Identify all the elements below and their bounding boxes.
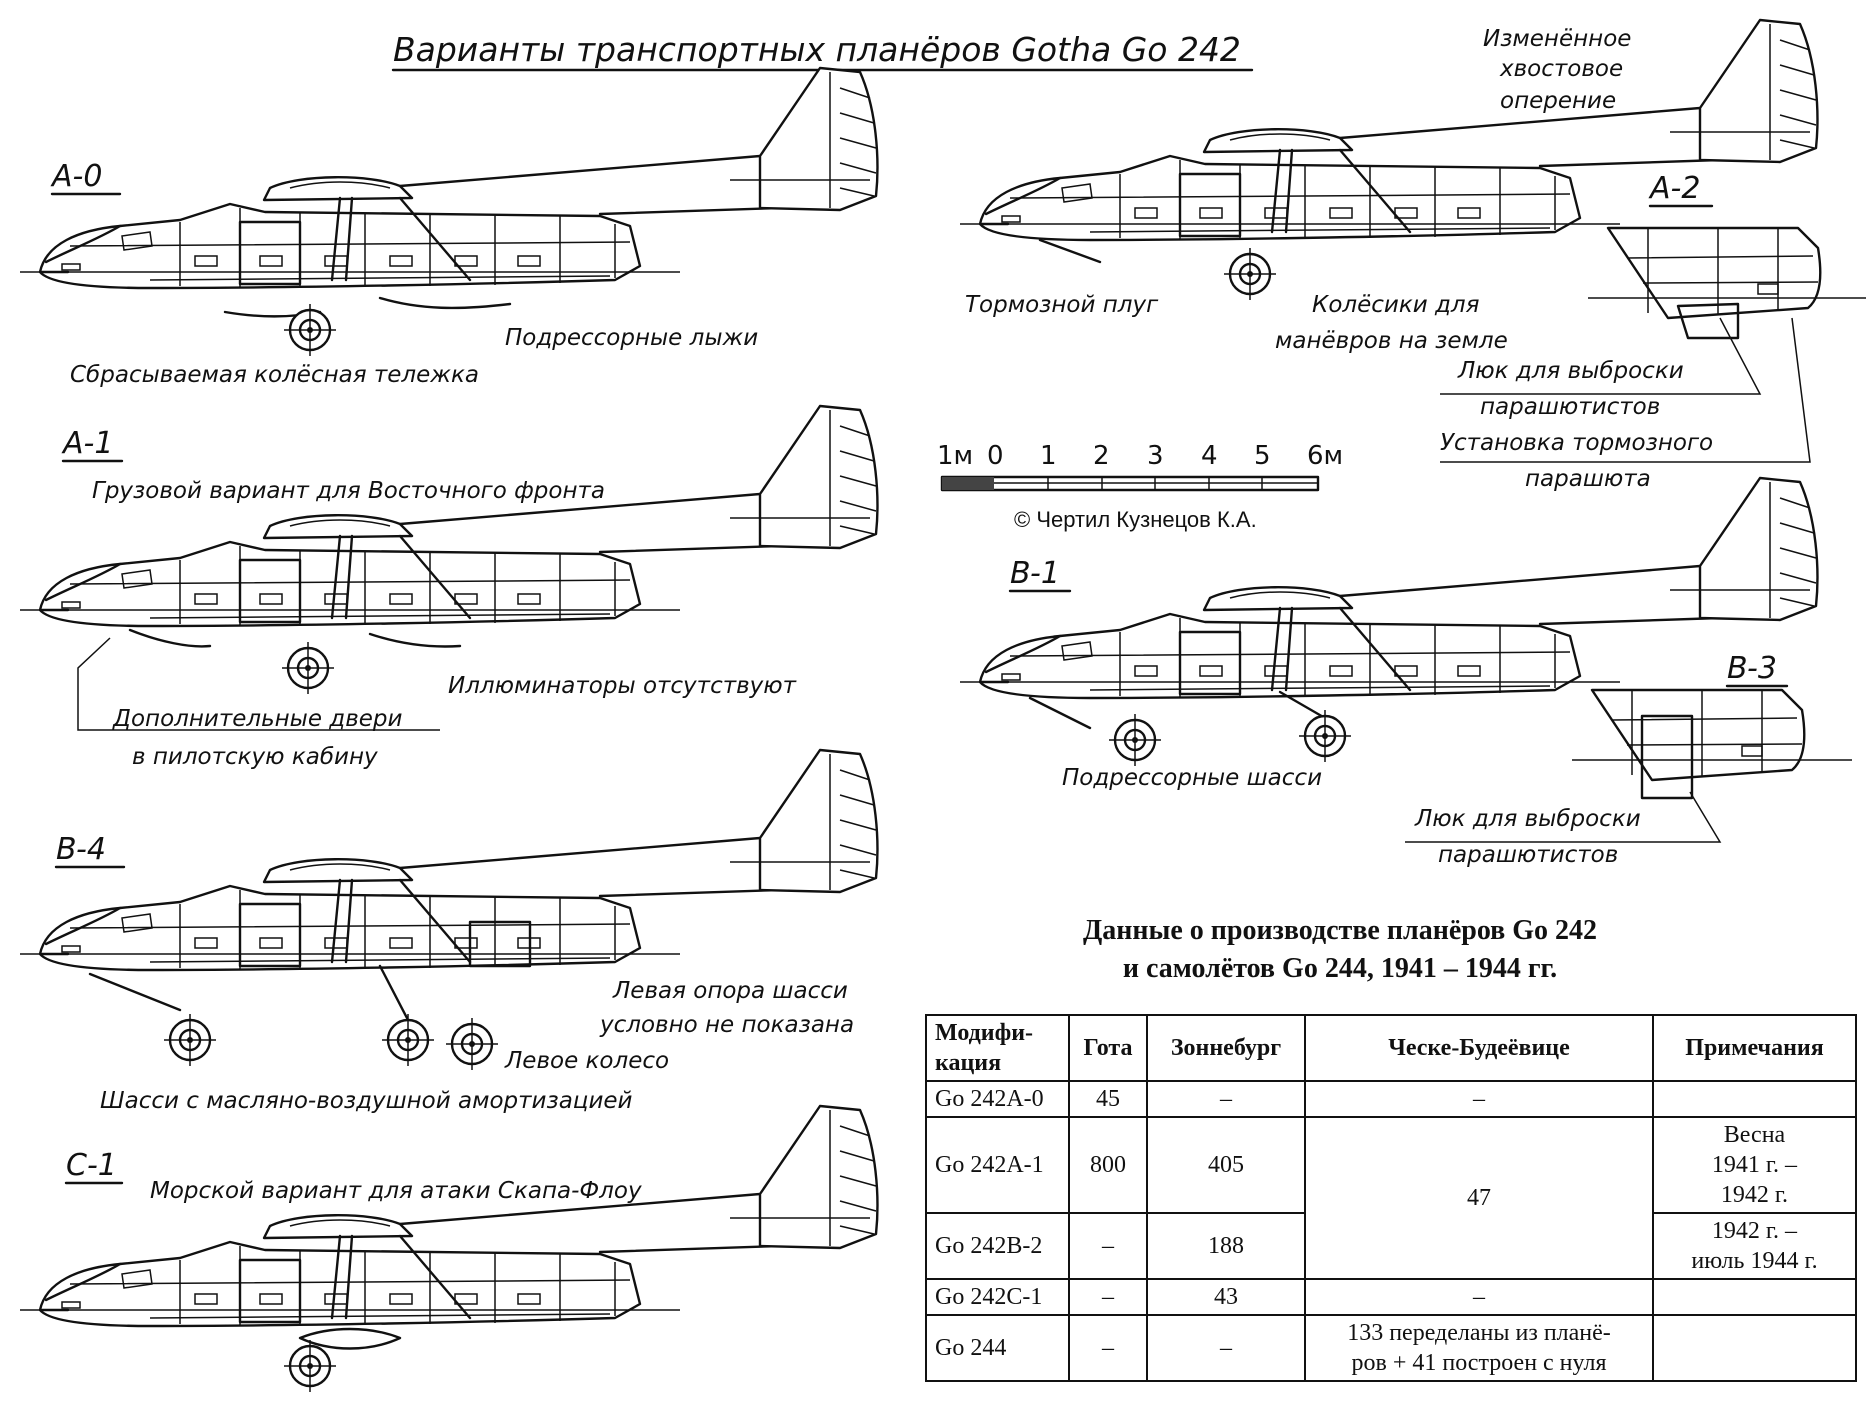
label-a0-trolley: Сбрасываемая колёсная тележка xyxy=(70,362,479,388)
cell-mod: Go 244 xyxy=(925,1314,1070,1382)
table-header-row: Модифи- кация Гота Зоннебург Ческе-Будеё… xyxy=(925,1014,1857,1082)
scale-tick-3: 3 xyxy=(1147,441,1164,471)
cell-sonneberg: – xyxy=(1146,1314,1306,1382)
cell-notes: Весна 1941 г. – 1942 г. xyxy=(1652,1116,1857,1214)
label-b4-oleo: Шасси с масляно-воздушной амортизацией xyxy=(100,1088,633,1114)
table-row: Go 244 – – 133 переделаны из планё- ров … xyxy=(925,1314,1857,1382)
cell-budweis: – xyxy=(1304,1278,1654,1316)
cell-notes-line2: 1941 г. – xyxy=(1711,1152,1798,1178)
cell-notes xyxy=(1652,1314,1857,1382)
header-modification-line1: Модифи- xyxy=(935,1020,1034,1046)
label-c1-naval: Морской вариант для атаки Скапа-Флоу xyxy=(150,1178,642,1204)
cell-notes xyxy=(1652,1278,1857,1316)
header-sonneberg: Зоннебург xyxy=(1146,1014,1306,1082)
cell-budweis: 133 переделаны из планё- ров + 41 постро… xyxy=(1304,1314,1654,1382)
cell-notes-line1: 1942 г. – xyxy=(1711,1218,1798,1244)
cell-mod: Go 242A-0 xyxy=(925,1080,1070,1118)
label-a1-cargo: Грузовой вариант для Восточного фронта xyxy=(92,478,605,504)
table-title: Данные о производстве планёров Go 242 и … xyxy=(1030,912,1650,988)
cell-sonneberg: 43 xyxy=(1146,1278,1306,1316)
cell-budweis-line2: ров + 41 построен с нуля xyxy=(1351,1350,1607,1376)
cell-sonneberg: 188 xyxy=(1146,1212,1306,1280)
label-a2-tail-line3: оперение xyxy=(1500,88,1616,114)
variant-label-c1: C-1 xyxy=(66,1148,117,1183)
scale-tick-2: 2 xyxy=(1093,441,1110,471)
variant-label-b4: B-4 xyxy=(56,832,106,867)
cell-gotha: 45 xyxy=(1068,1080,1148,1118)
cell-mod: Go 242C-1 xyxy=(925,1278,1070,1316)
cell-budweis-merged: 47 xyxy=(1304,1116,1654,1280)
label-b4-left-leg-line1: Левая опора шасси xyxy=(612,978,848,1004)
drawing-title: Варианты транспортных планёров Gotha Go … xyxy=(393,30,1241,69)
cell-sonneberg: – xyxy=(1146,1080,1306,1118)
label-a2-tail-line2: хвостовое xyxy=(1499,56,1623,82)
glider-a1 xyxy=(18,404,879,696)
glider-b4 xyxy=(18,748,879,1072)
label-a0-skids: Подрессорные лыжи xyxy=(505,325,758,351)
label-a2-tail-line1: Изменённое xyxy=(1483,26,1631,52)
variant-label-a2: A-2 xyxy=(1648,171,1700,206)
label-b4-left-wheel: Левое колесо xyxy=(504,1048,669,1074)
label-b3-hatch-line1: Люк для выброски xyxy=(1414,806,1641,832)
label-b3-hatch-line2: парашютистов xyxy=(1438,842,1618,868)
label-a2-wheels-line1: Колёсики для xyxy=(1312,292,1480,318)
label-a2-chute-line1: Установка тормозного xyxy=(1440,430,1713,456)
scale-tick-0: 0 xyxy=(987,441,1004,471)
header-budweis: Ческе-Будеёвице xyxy=(1304,1014,1654,1082)
label-a2-hatch-line1: Люк для выброски xyxy=(1457,358,1684,384)
table-row: Go 242C-1 – 43 – xyxy=(925,1278,1857,1316)
nose-b3-hatch xyxy=(1570,688,1854,800)
header-notes: Примечания xyxy=(1652,1014,1857,1082)
glider-c1 xyxy=(18,1104,879,1394)
cell-notes-line1: Весна xyxy=(1723,1122,1786,1148)
cell-gotha: – xyxy=(1068,1314,1148,1382)
scale-tick-1: 1 xyxy=(1040,441,1057,471)
label-a2-wheels-line2: манёвров на земле xyxy=(1275,328,1508,354)
variant-label-a0: A-0 xyxy=(50,159,102,194)
variant-label-b1: B-1 xyxy=(1010,556,1060,591)
label-b1-gear: Подрессорные шасси xyxy=(1062,765,1322,791)
cell-budweis-line1: 133 переделаны из планё- xyxy=(1347,1320,1611,1346)
cell-sonneberg: 405 xyxy=(1146,1116,1306,1214)
cell-notes-line3: 1942 г. xyxy=(1720,1182,1789,1208)
cell-gotha: – xyxy=(1068,1278,1148,1316)
cell-notes: 1942 г. – июль 1944 г. xyxy=(1652,1212,1857,1280)
cell-gotha: – xyxy=(1068,1212,1148,1280)
copyright: © Чертил Кузнецов К.А. xyxy=(1014,507,1257,532)
label-a1-doors-line2: в пилотскую кабину xyxy=(132,744,378,770)
label-b4-left-leg-line2: условно не показана xyxy=(599,1012,854,1038)
table-title-line2: и самолётов Go 244, 1941 – 1944 гг. xyxy=(1122,953,1558,984)
cell-notes xyxy=(1652,1080,1857,1118)
cell-budweis: – xyxy=(1304,1080,1654,1118)
cell-gotha: 800 xyxy=(1068,1116,1148,1214)
scale-tick-5: 5 xyxy=(1254,441,1271,471)
label-a2-plough: Тормозной плуг xyxy=(965,292,1159,318)
label-a1-no-windows: Иллюминаторы отсутствуют xyxy=(448,673,797,699)
table-row: Go 242A-1 800 405 47 Весна 1941 г. – 194… xyxy=(925,1116,1857,1280)
glider-a2 xyxy=(958,18,1819,302)
cell-mod: Go 242B-2 xyxy=(925,1212,1070,1280)
label-a2-hatch-line2: парашютистов xyxy=(1480,394,1660,420)
scale-tick-1m-neg: 1м xyxy=(937,441,973,471)
variant-label-b3: B-3 xyxy=(1727,651,1777,686)
nose-a2-hatch xyxy=(1586,226,1866,340)
header-modification: Модифи- кация xyxy=(925,1014,1070,1082)
label-a2-chute-line2: парашюта xyxy=(1525,466,1651,492)
glider-a0 xyxy=(18,66,879,358)
scale-tick-6m: 6м xyxy=(1307,441,1343,471)
table-title-line1: Данные о производстве планёров Go 242 xyxy=(1082,915,1598,946)
variant-label-a1: A-1 xyxy=(61,426,113,461)
production-table: Модифи- кация Гота Зоннебург Ческе-Будеё… xyxy=(925,1014,1857,1382)
cell-mod: Go 242A-1 xyxy=(925,1116,1070,1214)
table-row: Go 242B-2 – 188 1942 г. – июль 1944 г. xyxy=(925,1212,1857,1280)
header-gotha: Гота xyxy=(1068,1014,1148,1082)
table-row: Go 242A-0 45 – – xyxy=(925,1080,1857,1118)
header-modification-line2: кация xyxy=(935,1050,1002,1076)
glider-b1 xyxy=(958,476,1819,768)
scale-tick-4: 4 xyxy=(1201,441,1218,471)
cell-notes-line2: июль 1944 г. xyxy=(1691,1248,1818,1274)
label-a1-doors-line1: Дополнительные двери xyxy=(112,706,403,732)
scale-bar: 1м 0 1 2 3 4 5 6м xyxy=(937,441,1343,492)
